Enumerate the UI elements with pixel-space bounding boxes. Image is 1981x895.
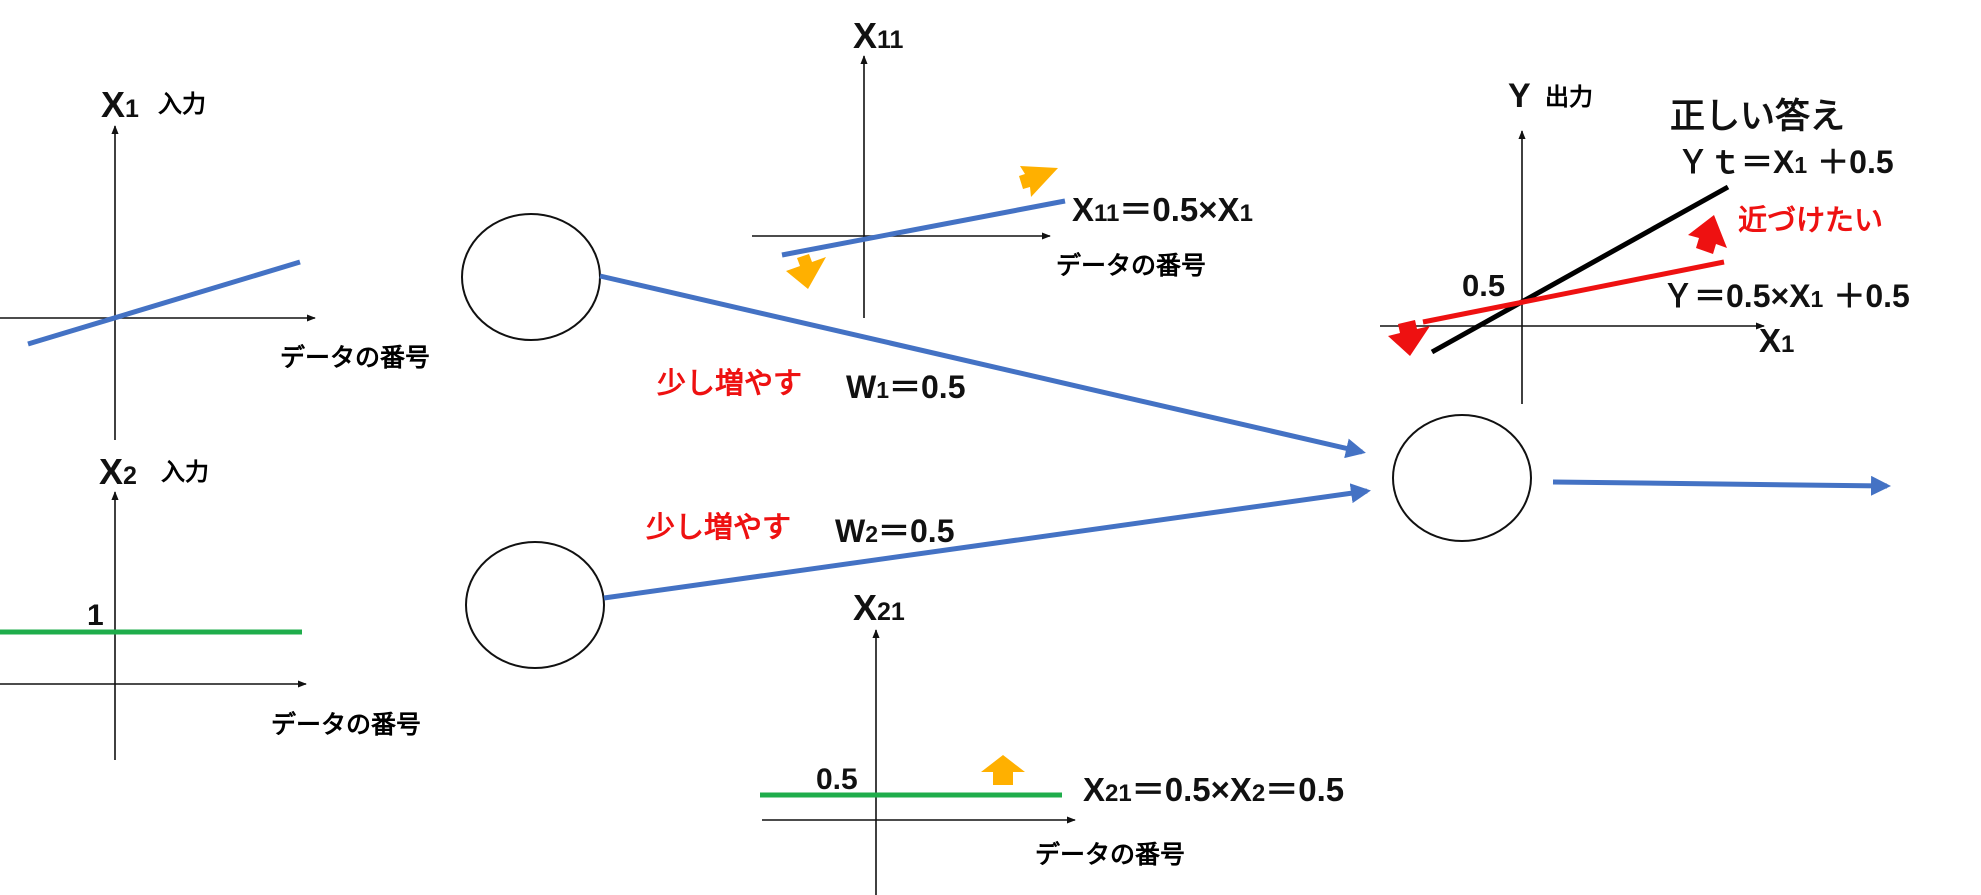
correct-answer-title: 正しい答え — [1670, 97, 1845, 137]
x11-title: X11 — [853, 15, 904, 56]
x2-input-title: X2 — [99, 451, 137, 492]
output-decrease-arrow-icon — [1388, 320, 1430, 356]
output-x1-axis-label: X1 — [1759, 322, 1794, 359]
x1-input-title: X1 — [101, 84, 139, 125]
x1-input-plot: X1 入力 データの番号 — [0, 84, 430, 440]
w2-label: W2＝0.5 — [835, 513, 955, 549]
input-neuron-1 — [461, 213, 601, 341]
output-formula: Ｙ＝0.5×X1＋0.5 — [1662, 278, 1910, 314]
x21-title: X21 — [853, 587, 905, 628]
x11-plot: X11 X11＝0.5×X1 データの番号 — [752, 15, 1253, 318]
x11-decrease-arrow-icon — [786, 254, 826, 289]
w1-adjust-label: 少し増やす — [657, 366, 802, 400]
weight-2-connection — [603, 483, 1371, 601]
output-y-axis-label: Y — [1508, 77, 1531, 115]
x21-plot-x-label: データの番号 — [1035, 840, 1185, 869]
target-formula: Ｙｔ＝X1＋0.5 — [1677, 144, 1894, 180]
x2-input-label: 入力 — [161, 458, 209, 486]
w2-adjust-label: 少し増やす — [646, 510, 791, 544]
target-line — [1430, 184, 1730, 355]
weight-1-connection — [599, 273, 1366, 459]
x11-signal-line — [781, 198, 1066, 258]
x21-level-label: 0.5 — [816, 763, 858, 796]
x21-formula: X21＝0.5×X2＝0.5 — [1083, 771, 1344, 808]
x21-plot: X21 0.5 X21＝0.5×X2＝0.5 データの番号 — [760, 587, 1344, 895]
intercept-label: 0.5 — [1462, 268, 1505, 303]
x1-input-label: 入力 — [158, 90, 206, 118]
x2-plot-x-label: データの番号 — [271, 710, 421, 739]
output-plot: Y 出力 0.5 X1 正しい答え Ｙｔ＝X1＋0.5 近づけたい Ｙ＝0.5×… — [1380, 77, 1910, 404]
input-neuron-2 — [465, 541, 605, 669]
x1-signal-line — [27, 259, 301, 347]
x11-formula: X11＝0.5×X1 — [1072, 191, 1253, 228]
approach-label: 近づけたい — [1738, 203, 1883, 237]
output-neuron — [1392, 414, 1532, 542]
output-increase-arrow-icon — [1688, 215, 1727, 254]
x11-increase-arrow-icon — [1019, 166, 1058, 197]
x11-plot-x-label: データの番号 — [1056, 251, 1206, 280]
x2-level-label: 1 — [87, 599, 104, 632]
x1-plot-x-label: データの番号 — [280, 343, 430, 372]
output-line — [1422, 259, 1725, 325]
x2-input-plot: X2 入力 1 データの番号 — [0, 451, 421, 760]
w1-label: W1＝0.5 — [846, 369, 966, 405]
x21-increase-arrow-icon — [981, 755, 1025, 785]
output-label: 出力 — [1545, 83, 1593, 111]
output-connection — [1552, 475, 1891, 496]
